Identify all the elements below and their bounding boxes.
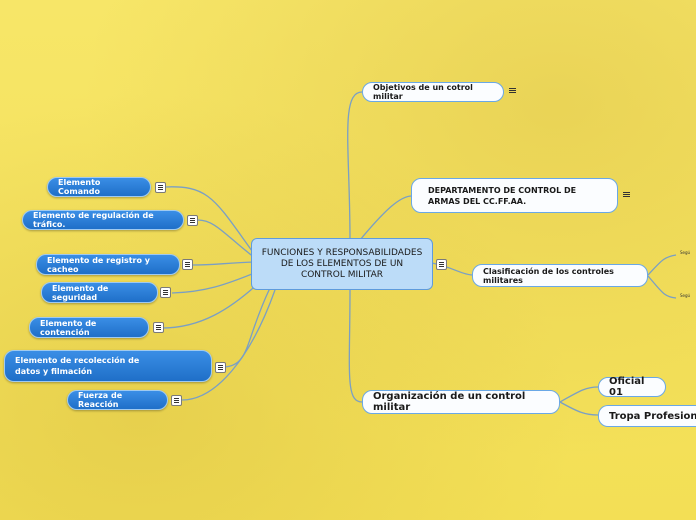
node-label: Elemento Comando <box>58 178 101 196</box>
node-elemento-registro-cacheo[interactable]: Elemento de registro y cacheo <box>36 254 180 275</box>
node-label: Elemento de recolección de datos y filma… <box>15 356 140 376</box>
node-label: DEPARTAMENTO DE CONTROL DE ARMAS DEL CC.… <box>428 185 577 206</box>
link-recoleccion <box>223 287 271 368</box>
node-objetivos[interactable]: Objetivos de un cotrol militar <box>362 82 504 102</box>
notes-icon[interactable] <box>153 322 164 333</box>
node-elemento-regulacion-trafico[interactable]: Elemento de regulación de tráfico. <box>22 210 184 230</box>
node-label: Objetivos de un cotrol militar <box>373 83 473 101</box>
central-topic[interactable]: FUNCIONES Y RESPONSABILIDADES DE LOS ELE… <box>251 238 433 290</box>
notes-icon[interactable] <box>155 182 166 193</box>
notes-icon[interactable] <box>436 259 447 270</box>
notes-icon[interactable] <box>507 86 518 97</box>
notes-icon[interactable] <box>215 362 226 373</box>
node-label: Oficial 01 <box>609 376 645 398</box>
node-elemento-seguridad[interactable]: Elemento de seguridad <box>41 282 158 303</box>
central-topic-label: FUNCIONES Y RESPONSABILIDADES DE LOS ELE… <box>261 247 423 280</box>
link-tropa <box>559 401 599 416</box>
node-label: Fuerza de Reacción <box>78 391 123 409</box>
notes-icon[interactable] <box>621 190 632 201</box>
link-registro <box>191 261 256 266</box>
node-oficial[interactable]: Oficial 01 <box>598 376 666 398</box>
link-objetivos <box>347 91 363 241</box>
node-label: Elemento de seguridad <box>52 283 109 302</box>
node-clasificacion[interactable]: Clasificación de los controles militares <box>472 264 648 287</box>
node-label: Tropa Profesional <box>609 410 696 422</box>
node-departamento-control-armas[interactable]: DEPARTAMENTO DE CONTROL DE ARMAS DEL CC.… <box>411 178 618 213</box>
node-label: Elemento de contención <box>40 318 97 337</box>
link-clas-2 <box>647 275 677 299</box>
link-comando <box>164 186 256 256</box>
node-organizacion[interactable]: Organización de un control militar <box>362 390 560 414</box>
node-fuerza-reaccion[interactable]: Fuerza de Reacción <box>67 390 168 410</box>
notes-icon[interactable] <box>160 287 171 298</box>
node-tropa-profesional[interactable]: Tropa Profesional <box>598 405 696 427</box>
node-label: Elemento de regulación de tráfico. <box>33 211 154 229</box>
link-reaccion <box>181 289 276 401</box>
link-seguridad <box>171 271 258 294</box>
node-label: Elemento de registro y cacheo <box>47 255 150 274</box>
link-clas-1 <box>647 254 677 276</box>
link-organizacion <box>348 289 363 403</box>
link-trafico <box>197 219 256 259</box>
node-elemento-contencion[interactable]: Elemento de contención <box>29 317 149 338</box>
node-elemento-recoleccion[interactable]: Elemento de recolección de datos y filma… <box>4 350 212 382</box>
node-label: Clasificación de los controles militares <box>483 266 614 285</box>
notes-icon[interactable] <box>171 395 182 406</box>
subtopic-label[interactable]: Segú <box>680 250 691 255</box>
notes-icon[interactable] <box>182 259 193 270</box>
node-label: Organización de un control militar <box>373 391 526 413</box>
node-elemento-comando[interactable]: Elemento Comando <box>47 177 151 197</box>
subtopic-label[interactable]: Segú <box>680 293 691 298</box>
notes-icon[interactable] <box>187 215 198 226</box>
link-oficial <box>559 386 599 403</box>
link-contencion <box>161 279 263 329</box>
link-departamento <box>359 195 413 241</box>
